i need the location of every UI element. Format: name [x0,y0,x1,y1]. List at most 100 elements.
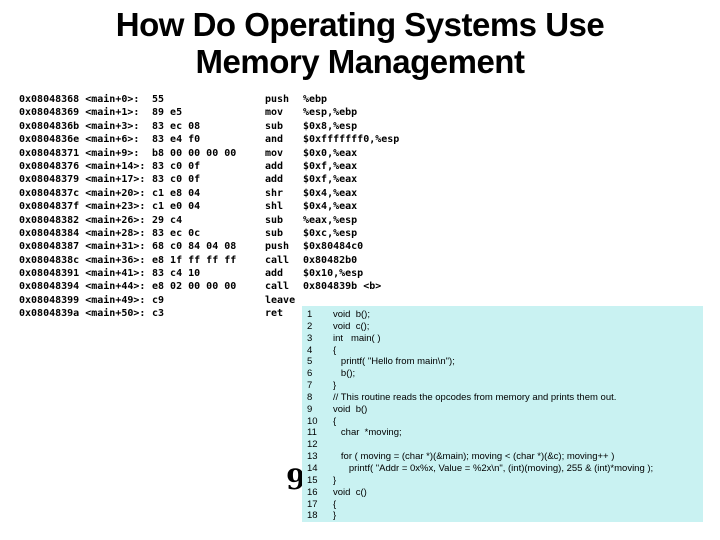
asm-operand: $0x80484c0 [303,241,364,253]
code-line-text: } [333,510,337,522]
asm-operand: $0x10,%esp [303,268,364,280]
code-line: 18} [302,510,703,522]
code-line: 11 char *moving; [302,427,703,439]
asm-bytes: e8 1f ff ff ff [152,254,237,266]
asm-addr: 0x08048369 <main+1>: [19,107,140,119]
code-line: 5 printf( "Hello from main\n"); [302,356,703,368]
code-line-number: 17 [307,498,318,510]
asm-addr: 0x08048394 <main+44>: [19,281,146,293]
asm-bytes: 55 [152,94,165,105]
code-line: 8// This routine reads the opcodes from … [302,392,703,404]
code-line-number: 8 [307,391,313,403]
asm-row: 0x0804839a <main+50>: c3 ret [0,307,720,320]
code-line-text: char *moving; [333,427,402,439]
code-line-text: } [333,380,337,392]
asm-addr: 0x08048376 <main+14>: [19,160,146,172]
asm-operand: %eax,%esp [303,214,358,226]
asm-mnemonic: call [265,281,290,293]
asm-addr: 0x08048399 <main+49>: [19,294,146,306]
code-line-number: 5 [307,356,313,368]
asm-mnemonic: shr [265,187,284,199]
code-line-text: printf( "Hello from main\n"); [333,356,455,368]
asm-bytes: 83 c0 0f [152,174,201,186]
asm-addr: 0x0804838c <main+36>: [19,254,146,266]
code-line: 12 [302,439,703,451]
asm-mnemonic: sub [265,214,284,226]
code-line-text: int main( ) [333,332,381,344]
code-line: 6 b(); [302,368,703,380]
asm-addr: 0x0804837c <main+20>: [19,187,146,199]
asm-operand: %ebp [303,94,328,105]
asm-addr: 0x0804839a <main+50>: [19,308,146,320]
asm-operand: $0x0,%eax [303,147,358,159]
code-line-text: printf( "Addr = 0x%x, Value = %2x\n", (i… [333,462,654,474]
code-line: 7} [302,380,703,392]
asm-bytes: 83 ec 0c [152,227,201,239]
asm-row: 0x08048382 <main+26>: 29 c4 sub %eax,%esp [0,214,720,227]
asm-bytes: 89 e5 [152,107,183,119]
asm-addr: 0x0804836b <main+3>: [19,120,140,132]
code-line: 17{ [302,499,703,511]
code-line-text [333,439,703,451]
code-line: 14 printf( "Addr = 0x%x, Value = %2x\n",… [302,463,703,475]
asm-bytes: 83 c4 10 [152,268,201,280]
asm-bytes: c1 e8 04 [152,187,201,199]
asm-bytes: c3 [152,308,165,320]
asm-addr: 0x08048371 <main+9>: [19,147,140,159]
asm-mnemonic: mov [265,147,284,159]
code-line-number: 4 [307,344,313,356]
asm-addr: 0x08048368 <main+0>: [19,94,140,105]
asm-operand: $0xfffffff0,%esp [303,134,400,146]
asm-operand: $0xc,%esp [303,227,358,239]
code-line-number: 3 [307,332,313,344]
asm-mnemonic: ret [265,308,284,320]
asm-addr: 0x08048382 <main+26>: [19,214,146,226]
asm-operand: $0x4,%eax [303,201,358,213]
asm-mnemonic: add [265,160,284,172]
asm-bytes: 29 c4 [152,214,183,226]
code-line-text: for ( moving = (char *)(&main); moving <… [333,451,615,463]
code-line-number: 10 [307,415,318,427]
asm-mnemonic: call [265,254,290,266]
asm-addr: 0x08048387 <main+31>: [19,241,146,253]
asm-bytes: 83 ec 08 [152,120,201,132]
asm-addr: 0x0804836e <main+6>: [19,134,140,146]
asm-mnemonic: add [265,268,284,280]
code-line-number: 7 [307,380,313,392]
page-title-line1: How Do Operating Systems Use [115,6,605,43]
asm-operand: $0xf,%eax [303,174,358,186]
code-line-number: 1 [307,309,313,320]
slide-page-number: 9 [286,463,306,496]
asm-mnemonic: shl [265,201,284,213]
asm-bytes: e8 02 00 00 00 [152,281,237,293]
asm-bytes: b8 00 00 00 00 [152,147,237,159]
code-line-number: 11 [307,427,317,439]
code-line-text: { [333,415,337,427]
asm-operand: $0x4,%eax [303,187,358,199]
code-line: 3 int main( ) [302,333,703,345]
code-line: 10 { [302,416,703,428]
asm-operand: $0xf,%eax [303,160,358,172]
code-line-text: { [333,344,337,356]
asm-bytes: c1 e0 04 [152,201,201,213]
asm-mnemonic: add [265,174,284,186]
asm-bytes: 83 e4 f0 [152,134,201,146]
code-line-number: 18 [307,510,318,522]
asm-operand: %esp,%ebp [303,107,358,119]
code-line-number: 9 [307,403,313,415]
